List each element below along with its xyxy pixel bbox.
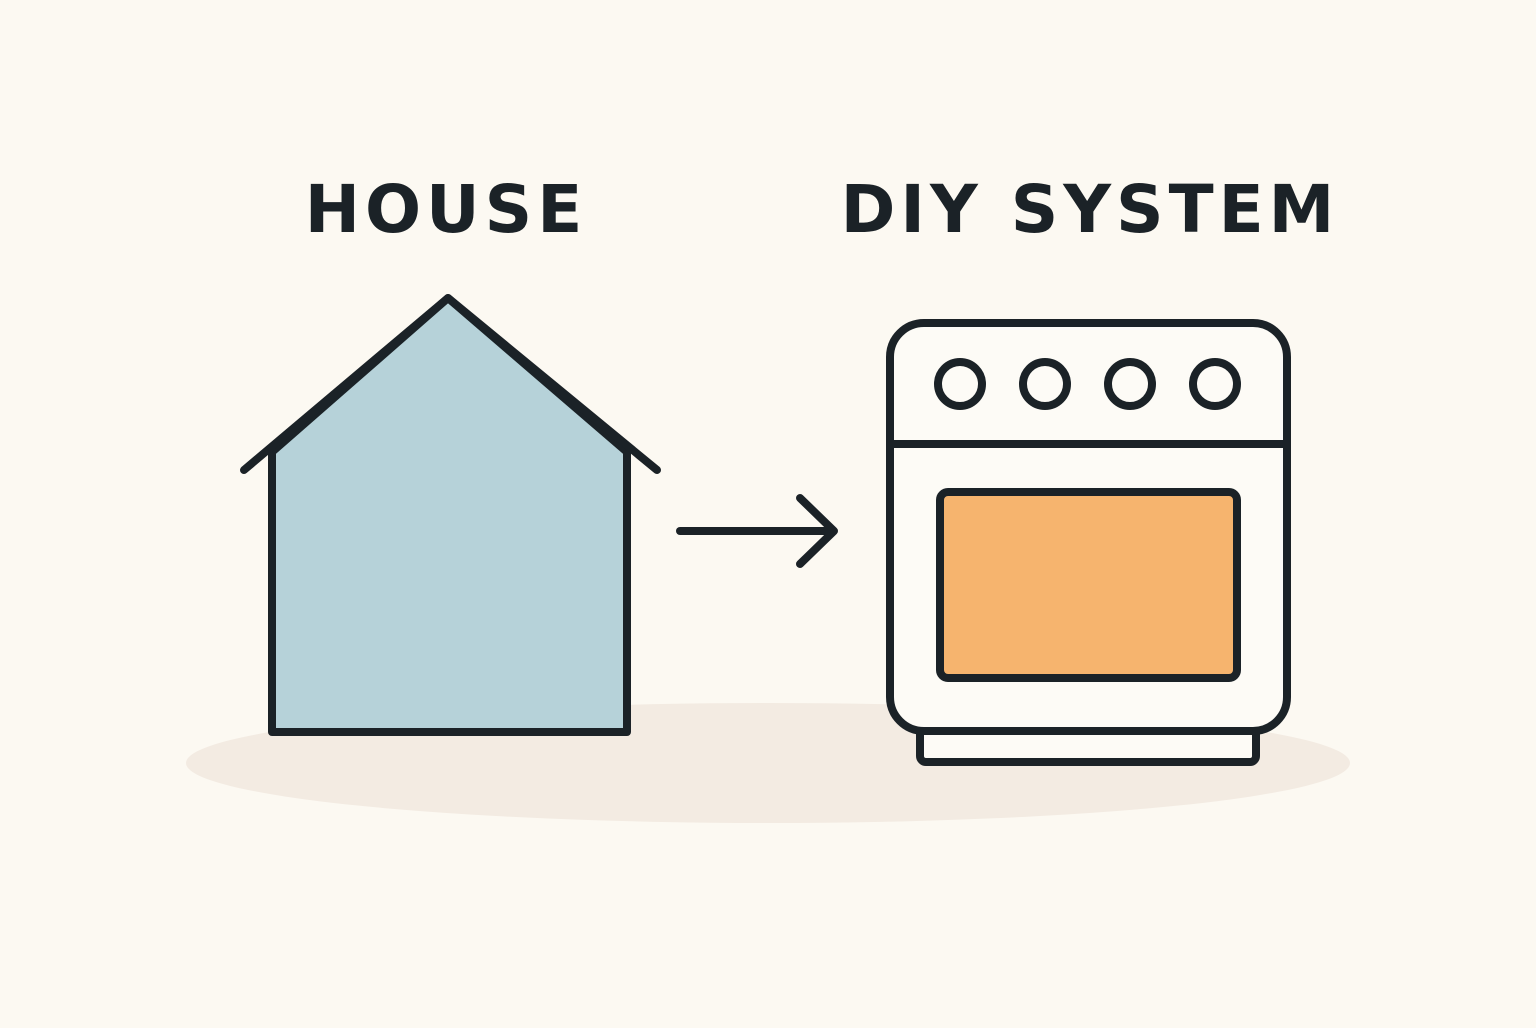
arrow-head (796, 494, 838, 568)
diy-system-label: DIY SYSTEM (840, 171, 1340, 248)
knob-icon (1019, 358, 1071, 410)
knob-icon (1189, 358, 1241, 410)
house-label: HOUSE (304, 171, 588, 248)
house-roof (240, 294, 661, 474)
knob-icon (934, 358, 986, 410)
house-icon (240, 294, 661, 736)
stove-oven-icon (886, 319, 1291, 766)
right-arrow-icon (676, 494, 838, 568)
oven-window (936, 488, 1241, 682)
knob-icon (1104, 358, 1156, 410)
